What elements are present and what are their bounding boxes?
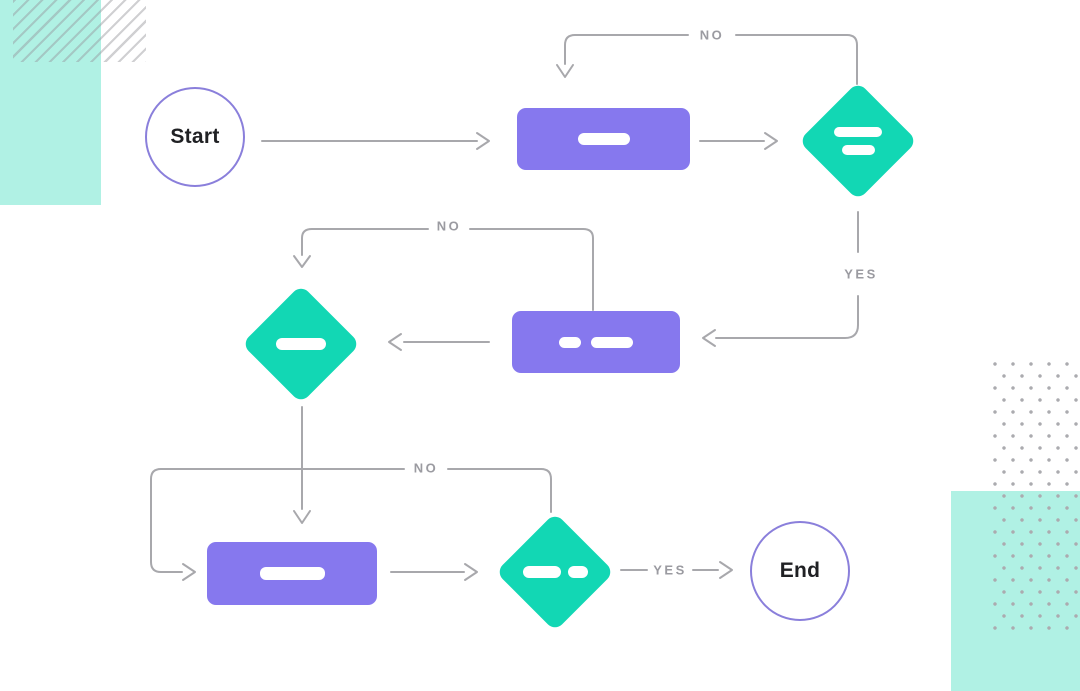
start-node-label: Start: [170, 125, 220, 148]
decor-stripe-pattern: [13, 0, 146, 62]
decision-node-2[interactable]: [241, 284, 361, 404]
edge-start-to-process1: [261, 132, 490, 150]
process-node-3[interactable]: [207, 542, 377, 605]
decor-teal-square-topleft: [0, 0, 101, 205]
edge-label-no-bottom: NO: [413, 460, 439, 476]
edge-label-yes-right: YES: [844, 266, 878, 282]
edge-process1-to-decision1: [699, 132, 778, 150]
edge-label-no-top: NO: [699, 27, 725, 43]
edge-label-yes-bottom: YES: [653, 562, 687, 578]
edge-no-loop-bottom: [150, 468, 552, 581]
arrowhead-down-icon: [293, 255, 311, 268]
arrowhead-left-icon: [702, 329, 716, 347]
decision-node-3[interactable]: [495, 512, 615, 632]
decor-dot-pattern: [992, 361, 1080, 637]
placeholder-text-bar: [841, 145, 875, 155]
placeholder-text-bar: [834, 127, 882, 137]
edge-yes-decision1-to-process2: [702, 211, 859, 347]
edge-no-loop-middle: [293, 228, 594, 311]
arrowhead-down-icon: [293, 510, 311, 524]
placeholder-text-bar: [577, 133, 630, 145]
arrowhead-right-icon: [476, 132, 490, 150]
decision-diamond: [798, 81, 918, 201]
arrowhead-right-icon: [182, 563, 196, 581]
edge-label-no-middle: NO: [436, 218, 462, 234]
placeholder-text-bar: [567, 566, 588, 578]
placeholder-text-bar: [276, 338, 326, 350]
edge-yes-decision3-to-end: [620, 561, 733, 579]
end-node-label: End: [779, 559, 821, 582]
placeholder-text-bar: [522, 566, 561, 578]
edge-process2-to-decision2: [388, 333, 490, 351]
decision-node-1[interactable]: [798, 81, 918, 201]
edge-process3-to-decision3: [390, 563, 478, 581]
placeholder-text-bar: [259, 567, 325, 580]
process-node-2[interactable]: [512, 311, 680, 373]
process-node-1[interactable]: [517, 108, 690, 170]
placeholder-text-bar: [559, 336, 581, 348]
arrowhead-right-icon: [764, 132, 778, 150]
edge-no-loop-top: [556, 34, 858, 85]
arrowhead-left-icon: [388, 333, 402, 351]
placeholder-text-bar: [591, 336, 633, 348]
arrowhead-right-icon: [719, 561, 733, 579]
start-node[interactable]: Start: [145, 87, 245, 187]
arrowhead-down-icon: [556, 64, 574, 78]
arrowhead-right-icon: [464, 563, 478, 581]
edge-decision2-to-process3: [293, 406, 311, 524]
end-node[interactable]: End: [750, 521, 850, 621]
